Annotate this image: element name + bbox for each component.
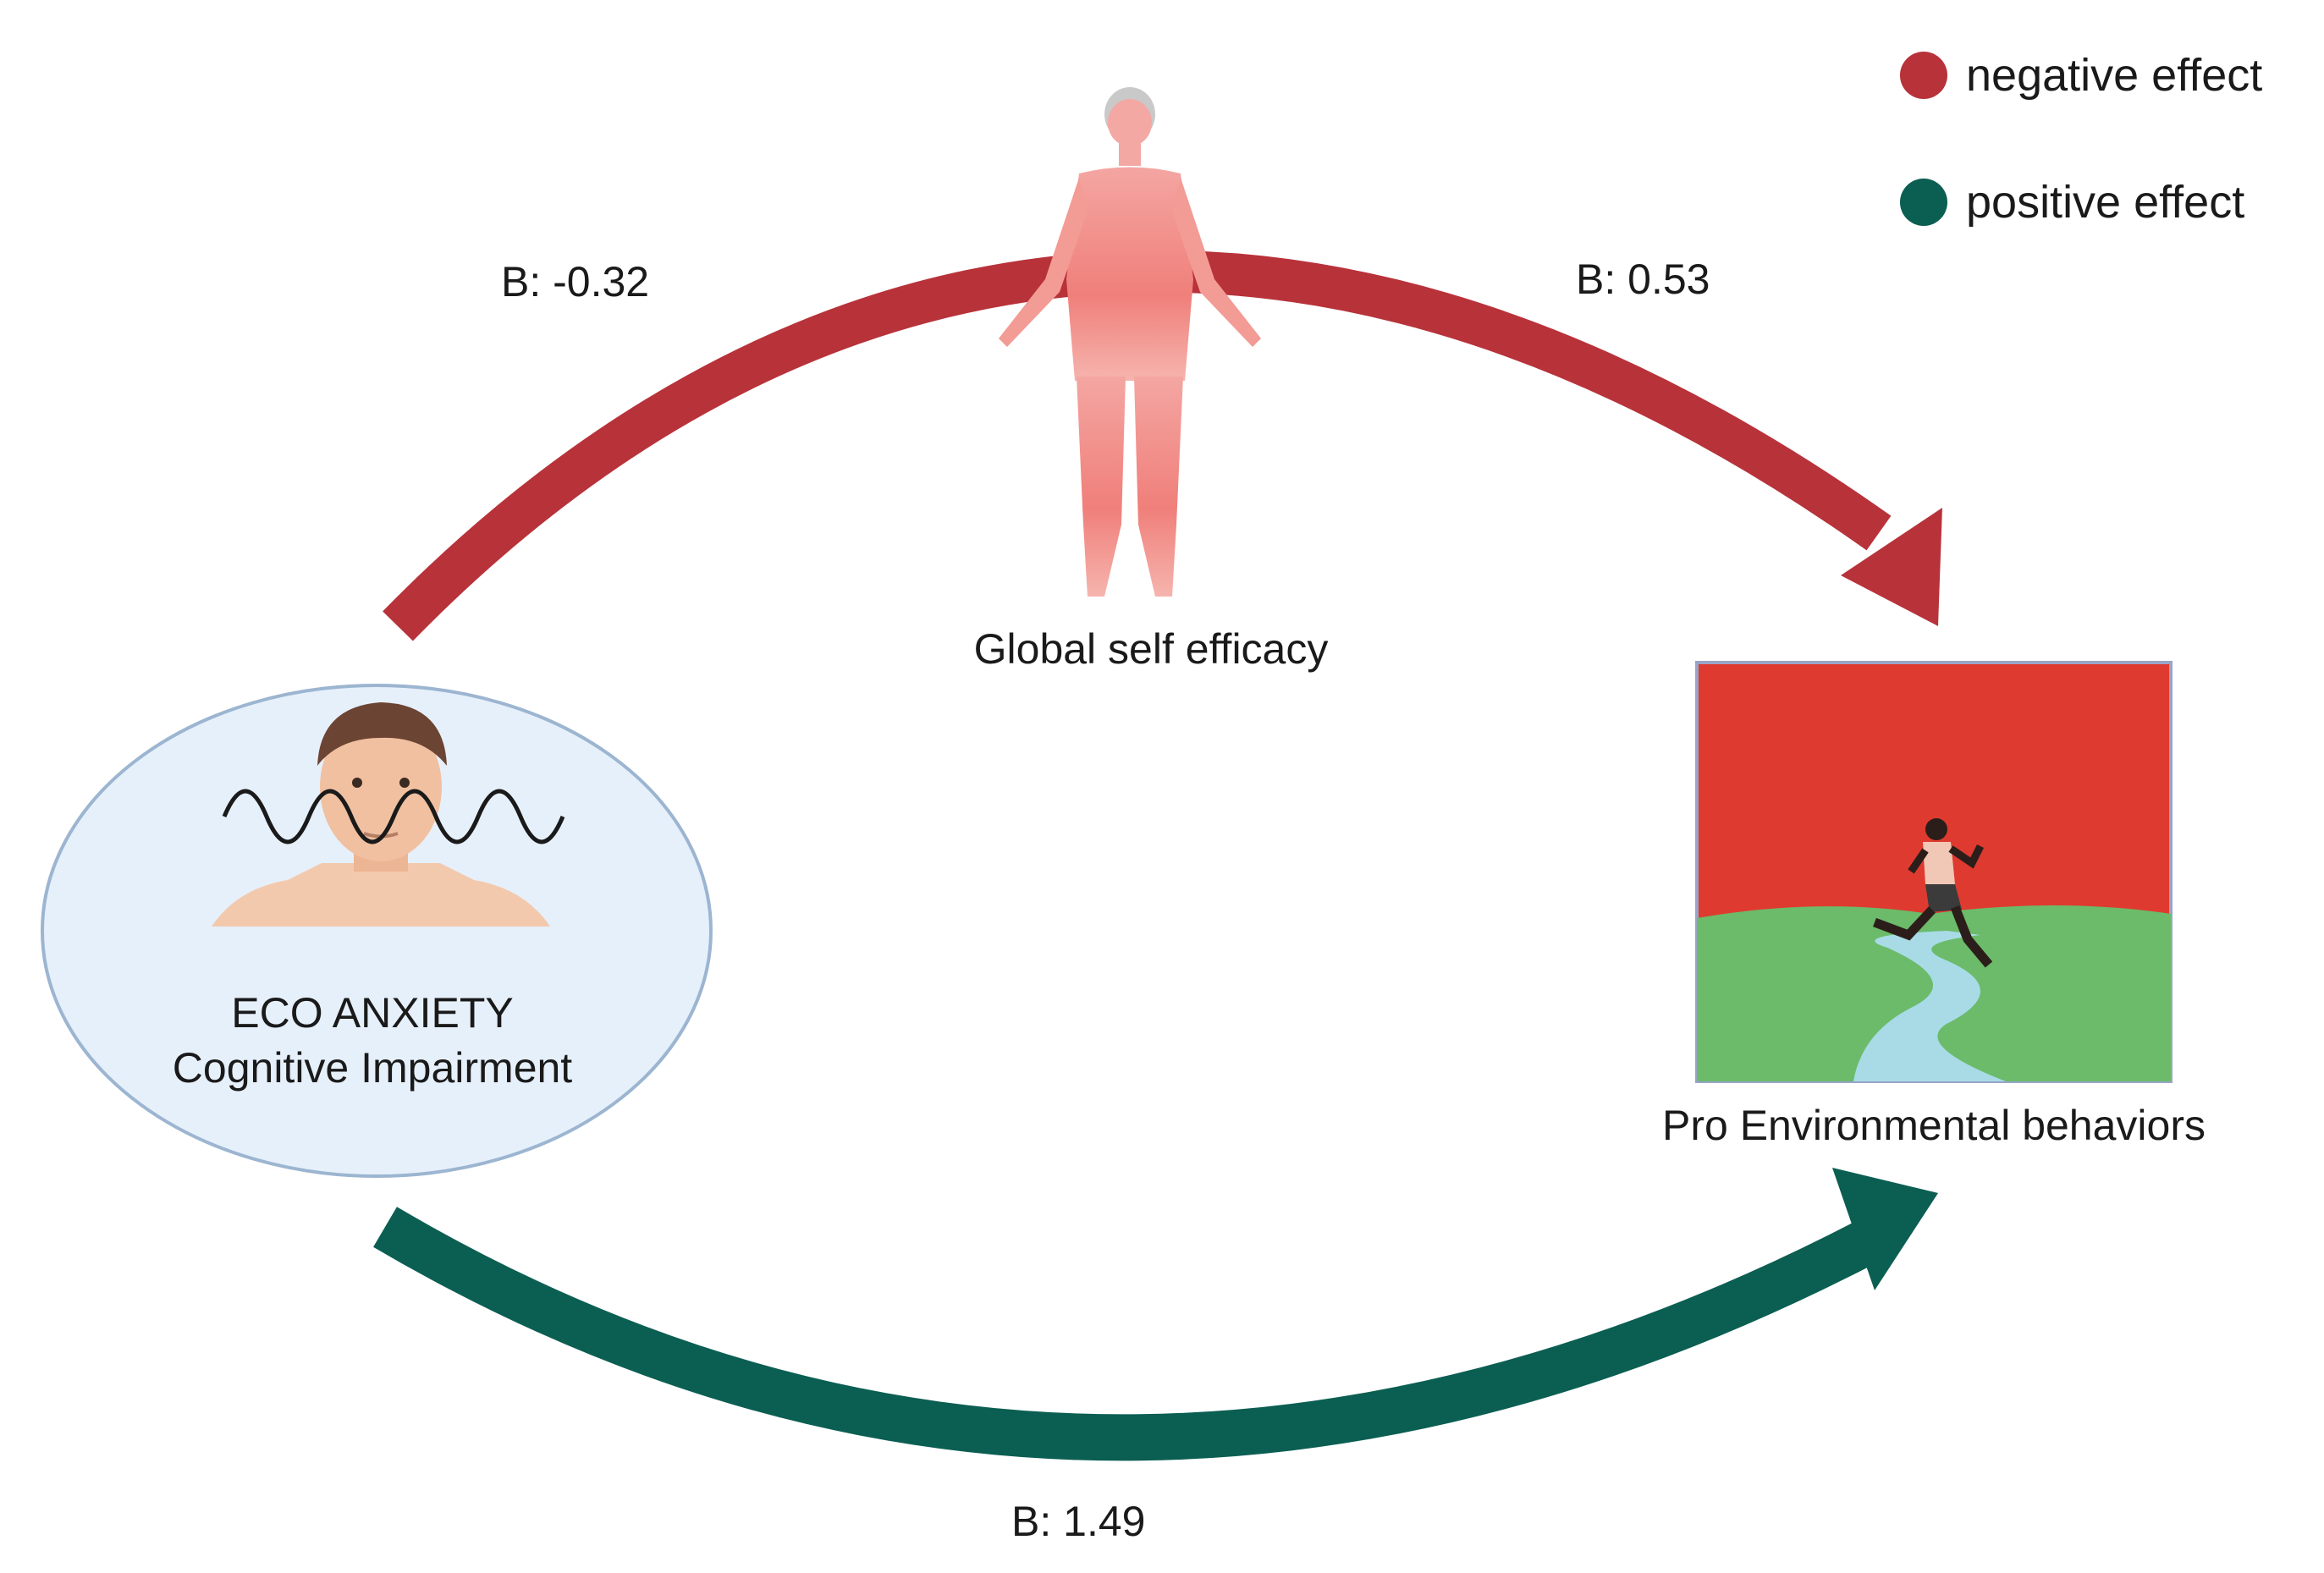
source-label-line1: ECO ANXIETY bbox=[231, 989, 514, 1037]
legend-negative: negative effect bbox=[1900, 49, 2262, 102]
path-a-coefficient: B: -0.32 bbox=[501, 258, 650, 305]
human-body-icon bbox=[999, 87, 1261, 597]
eco-anxiety-node bbox=[41, 684, 713, 1178]
direct-arrow bbox=[373, 1168, 1938, 1461]
legend-negative-label: negative effect bbox=[1966, 50, 2263, 101]
path-c-coefficient: B: 1.49 bbox=[1011, 1498, 1146, 1545]
positive-color-swatch bbox=[1900, 179, 1947, 226]
mediator-label: Global self efficacy bbox=[973, 625, 1329, 673]
arrow-shaft-bottom bbox=[373, 1207, 1890, 1461]
path-b-coefficient: B: 0.53 bbox=[1576, 256, 1710, 303]
legend-positive: positive effect bbox=[1900, 176, 2244, 228]
arrow-head-bottom bbox=[1832, 1168, 1938, 1290]
anxiety-wave-icon bbox=[222, 789, 565, 844]
anxious-person-icon bbox=[212, 702, 550, 927]
arrow-head-top bbox=[1841, 508, 1942, 626]
legend-positive-label: positive effect bbox=[1966, 177, 2245, 228]
negative-color-swatch bbox=[1900, 52, 1947, 99]
source-label-line2: Cognitive Impairment bbox=[172, 1044, 573, 1092]
outcome-label: Pro Environmental behaviors bbox=[1662, 1102, 2206, 1149]
runner-landscape-icon bbox=[1695, 661, 2173, 1083]
